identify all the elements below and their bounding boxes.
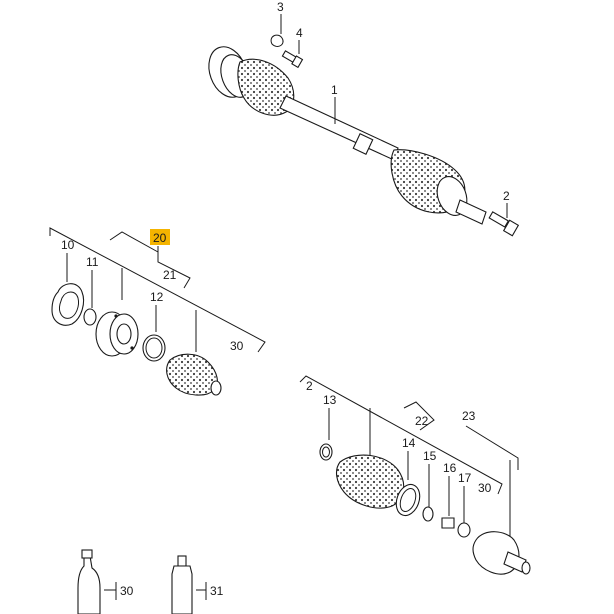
label-20: 20 xyxy=(153,231,167,245)
label-21: 21 xyxy=(163,268,177,282)
label-17: 17 xyxy=(458,471,472,485)
part-13-clamp xyxy=(319,443,333,461)
part-17-circlip xyxy=(457,522,471,538)
part-12-clamp xyxy=(142,334,166,362)
part-16-washer xyxy=(441,517,455,529)
part-cv-joint-right xyxy=(472,531,531,575)
label-23: 23 xyxy=(462,409,476,423)
part-30-grease-tube xyxy=(77,549,101,614)
part-15-ring xyxy=(422,506,434,522)
part-31-grease-tube xyxy=(171,555,193,614)
label-30-tube: 30 xyxy=(120,584,134,598)
label-31-tube: 31 xyxy=(210,584,224,598)
part-cv-joint-left xyxy=(95,311,139,357)
label-30-left: 30 xyxy=(230,339,244,353)
part-4-bolt xyxy=(281,50,304,69)
label-2-top: 2 xyxy=(503,189,510,203)
label-16: 16 xyxy=(443,461,457,475)
highlight-20-box xyxy=(150,229,170,245)
drive-shaft-assembly xyxy=(208,46,487,225)
part-11-circlip xyxy=(83,308,97,326)
label-11: 11 xyxy=(86,255,99,269)
label-12: 12 xyxy=(150,290,164,304)
label-30-right: 30 xyxy=(478,481,492,495)
shaft-tube xyxy=(279,95,399,161)
label-3: 3 xyxy=(277,0,284,14)
part-14-clamp xyxy=(395,483,421,517)
label-4: 4 xyxy=(296,26,303,40)
label-15: 15 xyxy=(423,449,437,463)
bracket-22-23 xyxy=(299,375,503,495)
bracket-21 xyxy=(109,231,191,289)
bracket-20 xyxy=(49,227,266,353)
label-10: 10 xyxy=(61,238,75,252)
label-14: 14 xyxy=(402,436,416,450)
part-2-bolt-top xyxy=(488,211,520,237)
label-1: 1 xyxy=(331,83,338,97)
label-2-right: 2 xyxy=(306,379,313,393)
part-3-clip xyxy=(270,34,284,47)
label-22: 22 xyxy=(415,414,429,428)
label-13: 13 xyxy=(323,393,337,407)
